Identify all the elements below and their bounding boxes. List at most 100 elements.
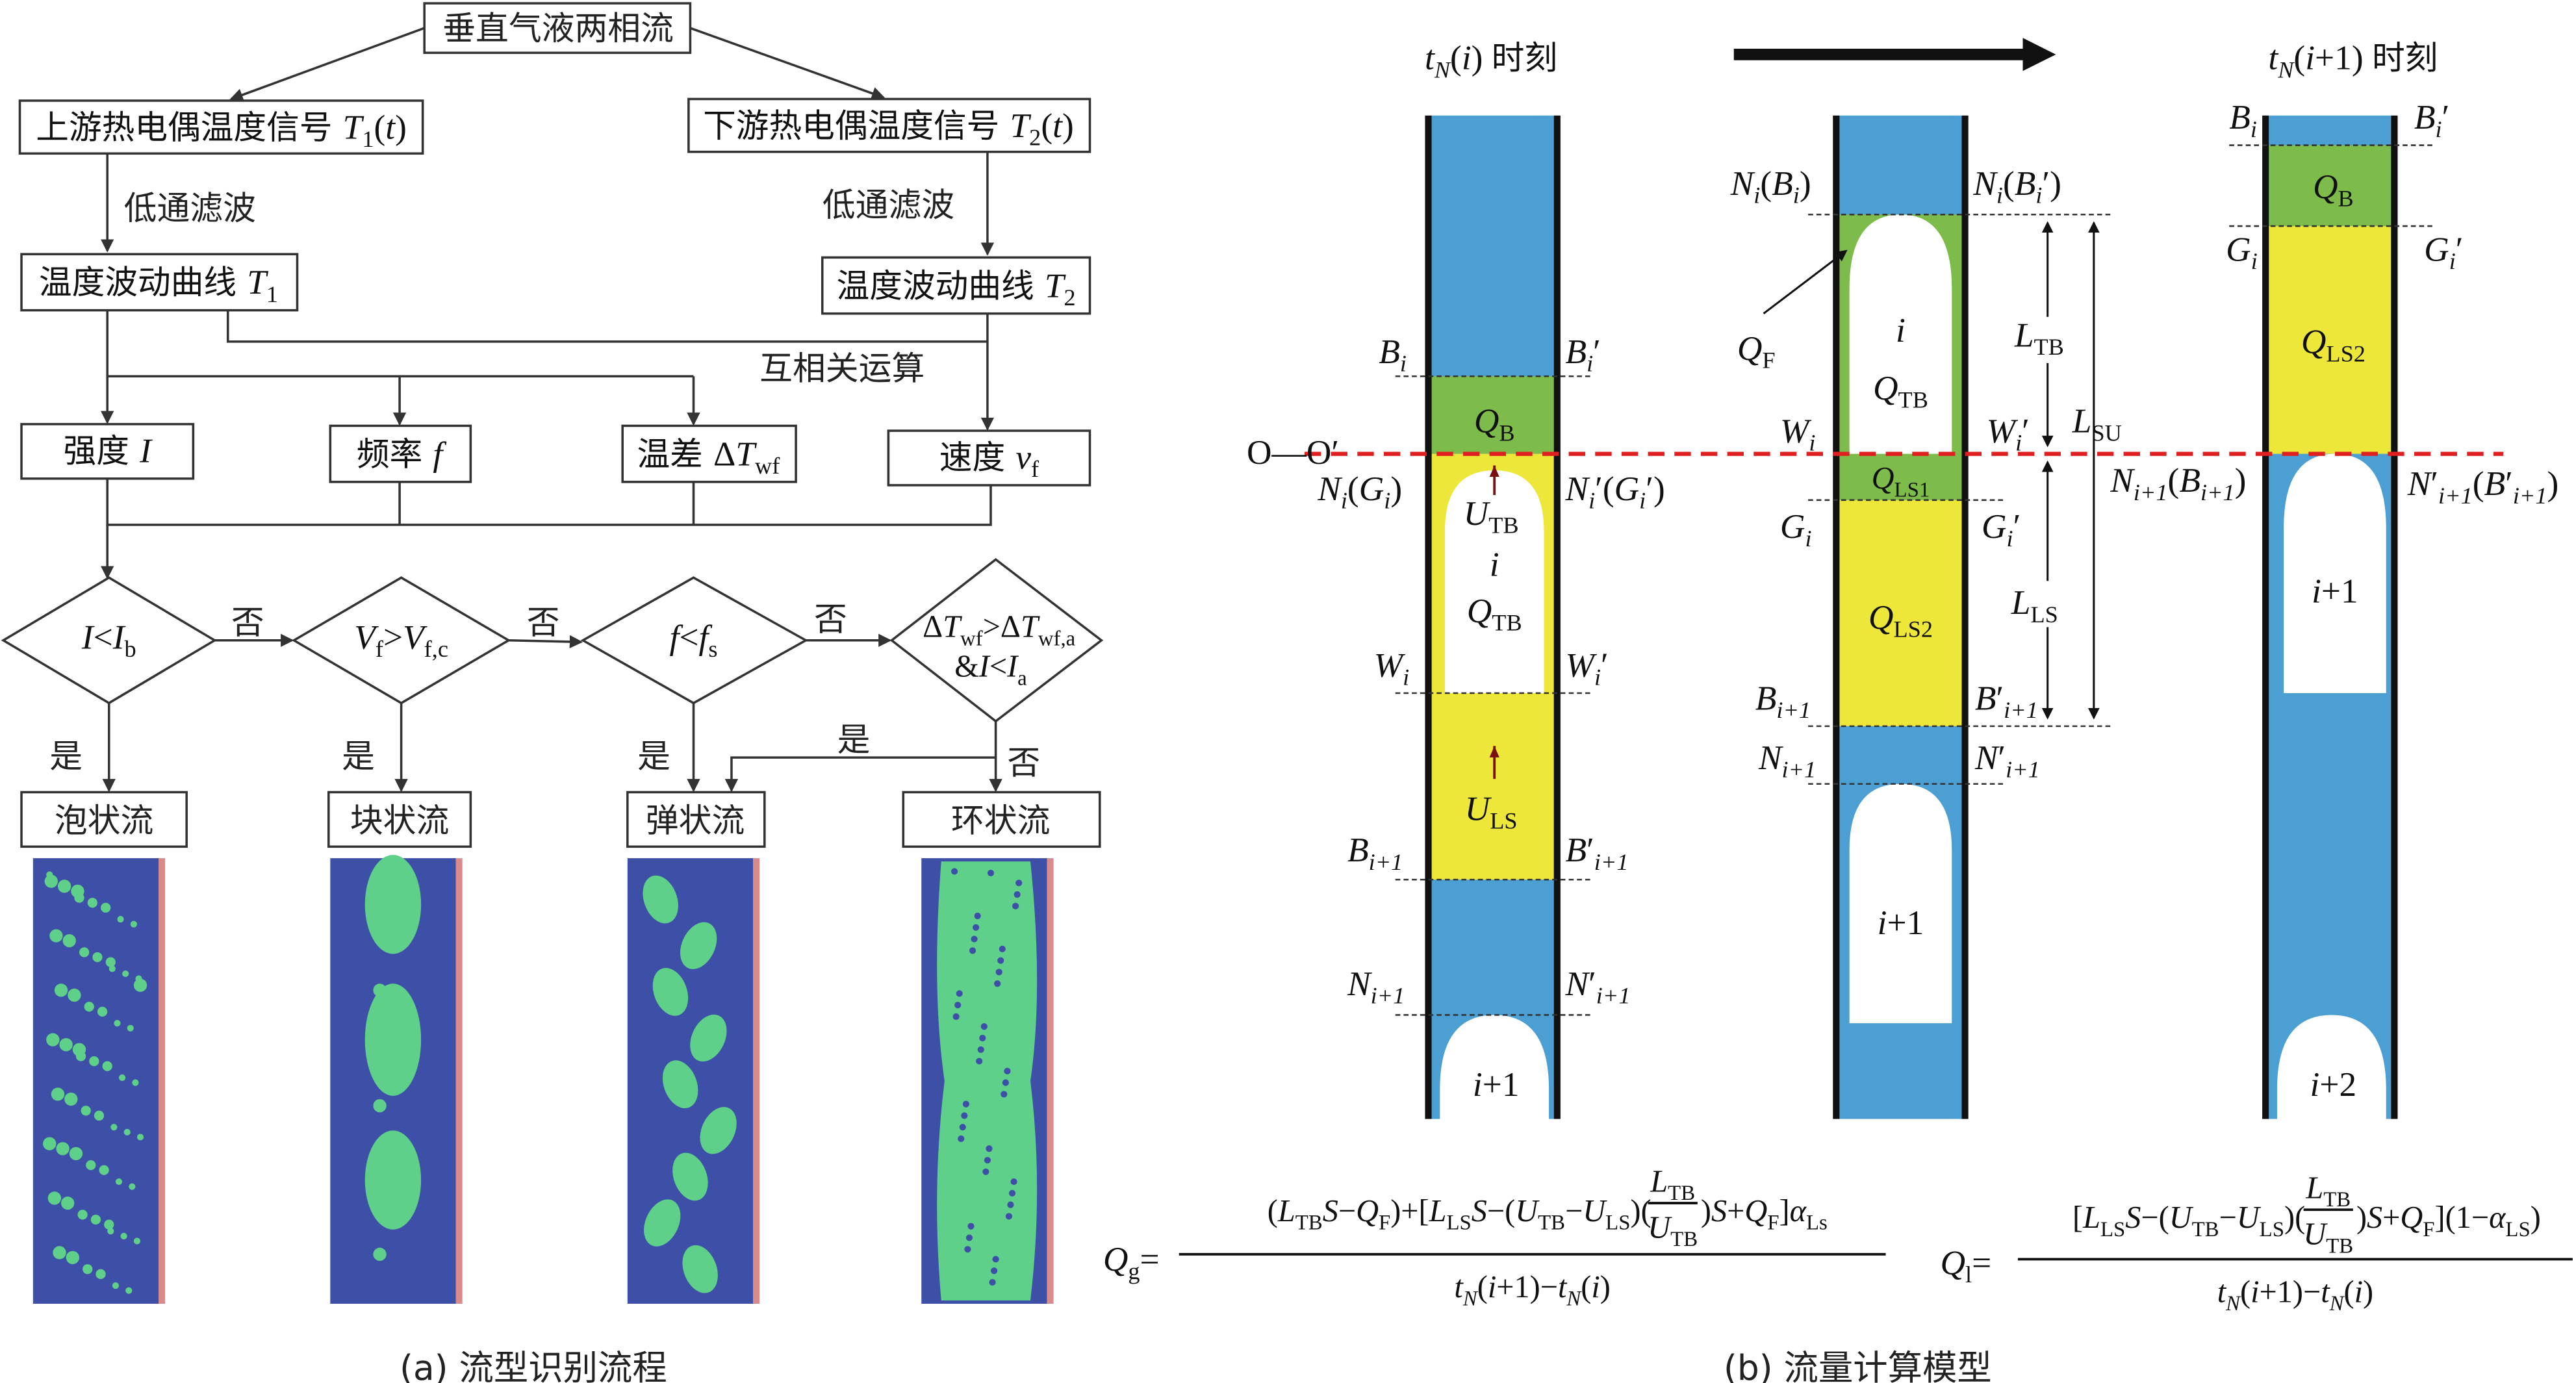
text-segment: +1) <box>2315 38 2372 77</box>
no-label: 否 <box>814 600 847 639</box>
subscript: i <box>1809 430 1815 456</box>
gas-bubble <box>53 1246 66 1260</box>
text-segment: +1 <box>1887 903 1924 942</box>
label-Ni1-prime: N′i+1 <box>1564 964 1630 1009</box>
liquid-droplet <box>979 1034 986 1042</box>
formula-g-frac-bottom: UTB <box>1648 1210 1698 1251</box>
label-bubble-i1: i+1 <box>2312 571 2358 610</box>
subscript: N <box>2225 1292 2241 1315</box>
subscript: i+1 <box>1371 983 1405 1009</box>
gas-pocket <box>672 1152 708 1201</box>
gas-bubble <box>119 1074 126 1082</box>
formula-g-denominator: tN(i+1)−tN(i) <box>1454 1270 1610 1311</box>
curve1-box <box>20 253 299 312</box>
text-segment: Q <box>1872 461 1894 496</box>
text-segment: Q <box>1940 1243 1965 1282</box>
text-segment: − <box>1565 1194 1583 1228</box>
liquid-droplet <box>1014 891 1021 898</box>
gas-bubble <box>107 1228 114 1235</box>
text-segment: U <box>1583 1194 1607 1228</box>
label-Ni1Bi1-prime: N′i+1(B′i+1) <box>2407 464 2559 509</box>
text-segment: I <box>978 650 991 684</box>
annular-label: 环状流 <box>951 801 1050 839</box>
gas-bubble <box>133 1237 141 1245</box>
subscript: i <box>2007 526 2013 552</box>
gas-bubble <box>51 1087 65 1101</box>
liquid-droplet <box>961 1112 968 1119</box>
text-segment: ( <box>2293 38 2305 77</box>
formula-g-numerator-a: (LTBS−QF)+[LLSS−(UTB−ULS)( <box>1268 1194 1651 1235</box>
gas-bubble <box>123 1128 131 1136</box>
text-segment: L <box>1650 1164 1668 1199</box>
text-segment: N <box>1758 738 1784 777</box>
pipe-wall <box>2262 115 2269 1119</box>
formula-g-numerator-b: )S+QF]αLs <box>1701 1194 1828 1235</box>
subscript: i <box>1753 182 1760 208</box>
subscript: TB <box>1898 387 1928 413</box>
label-UTB: UTB <box>1464 494 1519 539</box>
liquid-droplet <box>992 1256 999 1263</box>
text-segment: G <box>1359 469 1384 508</box>
text-segment: Q <box>2400 1200 2423 1235</box>
text-segment: t <box>1558 1270 1568 1304</box>
subscript: wf,a <box>1038 627 1076 650</box>
gas-bubble <box>122 970 129 978</box>
subscript: f <box>1031 456 1039 482</box>
liquid-droplet <box>971 935 978 943</box>
subscript: i <box>2436 116 2442 142</box>
text-segment: i <box>2312 571 2321 610</box>
subscript: f,c <box>424 636 448 662</box>
text-segment: ) <box>1472 38 1492 77</box>
churn-label: 块状流 <box>350 801 449 839</box>
text-segment: W <box>1374 646 1406 685</box>
gas-bubble <box>84 1002 94 1012</box>
time-i1-label: tN(i+1) 时刻 <box>2268 38 2438 83</box>
text-segment: T <box>943 610 962 644</box>
text-segment: 上游热电偶温度信号 <box>36 108 342 146</box>
liquid-droplet <box>964 1246 971 1253</box>
pipe-simulation <box>32 858 159 1304</box>
gas-bubble <box>132 1079 139 1086</box>
text-segment: α <box>1790 1194 1807 1228</box>
text-segment: ′ <box>1587 830 1594 869</box>
text-segment: i <box>2251 1275 2259 1310</box>
gas-bubble <box>79 947 90 958</box>
subscript: LS <box>1490 807 1517 833</box>
text-segment: U <box>2303 1217 2328 1252</box>
downstream-label: 下游热电偶温度信号 T2(t) <box>703 106 1074 151</box>
text-segment: ′ <box>1998 738 2006 777</box>
text-segment: i <box>1878 903 1887 942</box>
bridge-region <box>1431 376 1554 454</box>
liquid-droplet <box>951 868 958 875</box>
text-segment: ( <box>1760 164 1772 203</box>
subscript: i <box>1341 488 1347 514</box>
text-segment: Q <box>1737 329 1763 368</box>
subscript: i <box>2035 182 2042 208</box>
gas-pocket <box>644 1199 681 1247</box>
liquid-droplet <box>1007 1201 1014 1208</box>
label-LSU: LSU <box>2072 401 2122 446</box>
label-Bi1-prime: B′i+1 <box>1975 678 2038 723</box>
liquid-droplet <box>986 1145 993 1152</box>
gas-bubble <box>373 1099 387 1113</box>
text-segment: U <box>1464 494 1491 533</box>
text-segment: T <box>247 262 268 301</box>
liquid-droplet <box>995 969 1002 976</box>
xcorr-line <box>226 310 988 343</box>
text-segment: i <box>2354 1275 2363 1310</box>
tempdiff-label: 温差 ΔTwf <box>637 434 780 479</box>
text-segment: I <box>1006 650 1019 684</box>
text-segment: I <box>139 431 153 470</box>
label-Bi: Bi <box>2229 97 2257 142</box>
formula-gas-flow: Qg= (LTBS−QF)+[LLSS−(UTB−ULS)( LTB UTB )… <box>1103 1164 1886 1311</box>
text-segment: B <box>1379 332 1400 371</box>
pipe-state-i: Bi Bi′ QB Ni(Gi) Ni′(Gi′) UTB i QTB Wi W… <box>1317 115 1665 1119</box>
text-segment: B <box>2179 461 2200 500</box>
subscript: 2 <box>1064 285 1076 311</box>
text-segment: N <box>1974 738 2000 777</box>
text-segment: ) <box>2356 1200 2367 1235</box>
liquid-droplet <box>1010 1178 1017 1186</box>
text-segment: − <box>2219 1200 2237 1235</box>
text-segment: − <box>1338 1194 1356 1228</box>
subscript: Ls <box>1806 1212 1828 1235</box>
